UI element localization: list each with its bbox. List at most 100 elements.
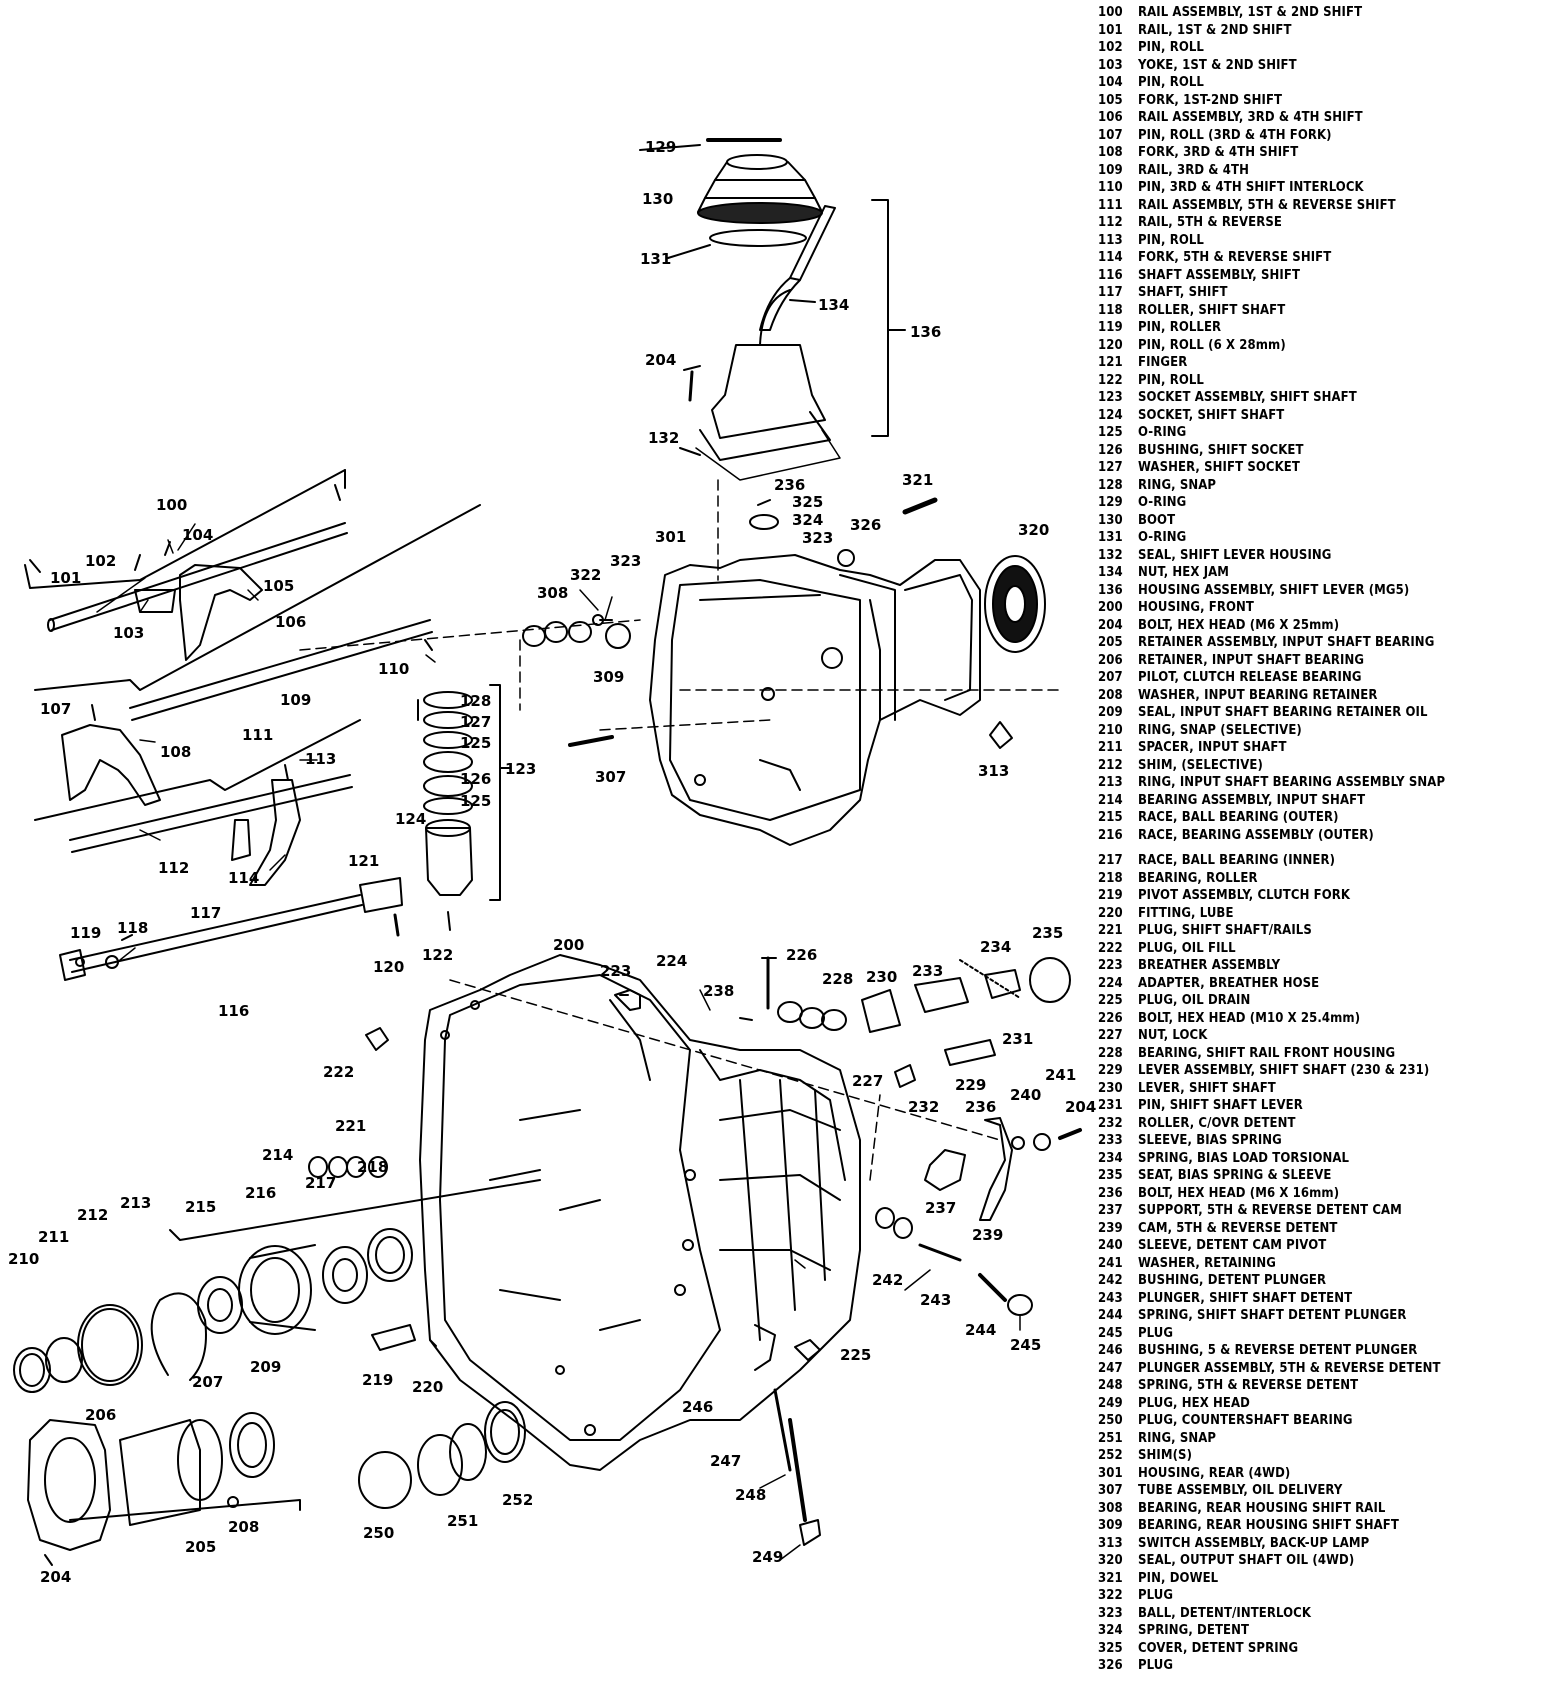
- callout-106: 106: [275, 613, 306, 631]
- callout-107: 107: [40, 700, 71, 718]
- shift-socket-stack: [417, 684, 511, 901]
- callout-119: 119: [70, 924, 101, 942]
- part-number: 229: [1098, 1063, 1123, 1078]
- alignment-lines: [299, 479, 1061, 1181]
- callout-307: 307: [595, 768, 626, 786]
- part-description: O-RING: [1138, 530, 1187, 545]
- part-description: PLUG, COUNTERSHAFT BEARING: [1138, 1413, 1353, 1428]
- callout-323b: 323: [610, 552, 641, 570]
- part-number: 235: [1098, 1168, 1123, 1183]
- part-description: BOLT, HEX HEAD (M6 X 16mm): [1138, 1185, 1340, 1201]
- part-description: BALL, DETENT/INTERLOCK: [1138, 1605, 1311, 1621]
- callout-117: 117: [190, 904, 221, 922]
- part-number: 231: [1098, 1098, 1123, 1113]
- part-number: 248: [1098, 1378, 1123, 1393]
- part-description: HOUSING, FRONT: [1138, 600, 1255, 615]
- callout-228: 228: [822, 970, 853, 988]
- callout-220: 220: [412, 1378, 443, 1396]
- part-description: HOUSING ASSEMBLY, SHIFT LEVER (MG5): [1138, 582, 1410, 598]
- part-number: 226: [1098, 1010, 1123, 1026]
- part-description: SHAFT ASSEMBLY, SHIFT: [1138, 267, 1301, 283]
- part-number: 322: [1098, 1588, 1123, 1603]
- part-number: 245: [1098, 1325, 1123, 1341]
- callout-217: 217: [305, 1174, 336, 1192]
- callout-238: 238: [703, 982, 734, 1000]
- callout-200: 200: [553, 936, 584, 954]
- part-description: BEARING, SHIFT RAIL FRONT HOUSING: [1138, 1045, 1396, 1061]
- part-description: RAIL ASSEMBLY, 5TH & REVERSE SHIFT: [1138, 197, 1396, 213]
- part-number: 212: [1098, 757, 1123, 773]
- part-description: SPRING, DETENT: [1138, 1623, 1250, 1638]
- callout-116: 116: [218, 1002, 249, 1020]
- output-seal: [984, 555, 1046, 653]
- bearing-retainer: [27, 1412, 301, 1566]
- part-number: 206: [1098, 652, 1123, 668]
- part-number: 236: [1098, 1185, 1123, 1201]
- callout-236b: 236: [965, 1098, 996, 1116]
- callout-112: 112: [158, 859, 189, 877]
- part-description: WASHER, SHIFT SOCKET: [1138, 460, 1300, 475]
- callout-229: 229: [955, 1076, 986, 1094]
- part-description: COVER, DETENT SPRING: [1138, 1640, 1299, 1656]
- part-description: SPRING, BIAS LOAD TORSIONAL: [1138, 1150, 1350, 1166]
- part-number: 131: [1098, 530, 1123, 545]
- callout-102: 102: [85, 552, 116, 570]
- front-housing: [419, 954, 861, 1471]
- callout-111: 111: [242, 726, 273, 744]
- part-description: RACE, BEARING ASSEMBLY (OUTER): [1138, 827, 1374, 843]
- callout-226: 226: [786, 946, 817, 964]
- callout-132: 132: [648, 429, 679, 447]
- part-description: FINGER: [1138, 355, 1188, 370]
- part-number: 208: [1098, 687, 1123, 703]
- part-number: 110: [1098, 180, 1123, 195]
- part-number: 308: [1098, 1500, 1123, 1516]
- part-description: RAIL, 3RD & 4TH: [1138, 162, 1249, 178]
- part-description: PIN, DOWEL: [1138, 1570, 1219, 1586]
- callout-108: 108: [160, 743, 191, 761]
- callout-210: 210: [8, 1250, 39, 1268]
- callout-324: 324: [792, 511, 823, 529]
- part-description: NUT, HEX JAM: [1138, 565, 1230, 580]
- callout-225: 225: [840, 1346, 871, 1364]
- part-description: ROLLER, C/OVR DETENT: [1138, 1115, 1296, 1131]
- part-number: 114: [1098, 250, 1123, 265]
- part-description: PLUG, HEX HEAD: [1138, 1395, 1250, 1411]
- part-number: 216: [1098, 827, 1123, 843]
- part-description: BOOT: [1138, 512, 1176, 528]
- part-description: YOKE, 1ST & 2ND SHIFT: [1138, 57, 1297, 73]
- part-description: SHIM, (SELECTIVE): [1138, 757, 1263, 773]
- part-description: RAIL, 5TH & REVERSE: [1138, 215, 1282, 230]
- parts-legend-row: 323 BALL, DETENT/INTERLOCK: [1098, 1605, 1550, 1623]
- part-description: LEVER ASSEMBLY, SHIFT SHAFT (230 & 231): [1138, 1063, 1430, 1078]
- part-number: 323: [1098, 1605, 1123, 1621]
- shift-rail-1st-2nd: [24, 469, 348, 661]
- callout-125: 125: [460, 734, 491, 752]
- callout-321: 321: [902, 471, 933, 489]
- callout-216: 216: [245, 1184, 276, 1202]
- part-description: ADAPTER, BREATHER HOSE: [1138, 975, 1320, 991]
- part-description: PIN, ROLL: [1138, 372, 1204, 388]
- part-description: BREATHER ASSEMBLY: [1138, 958, 1281, 973]
- rail-assembly-brackets: [29, 484, 341, 573]
- part-number: 100: [1098, 5, 1123, 20]
